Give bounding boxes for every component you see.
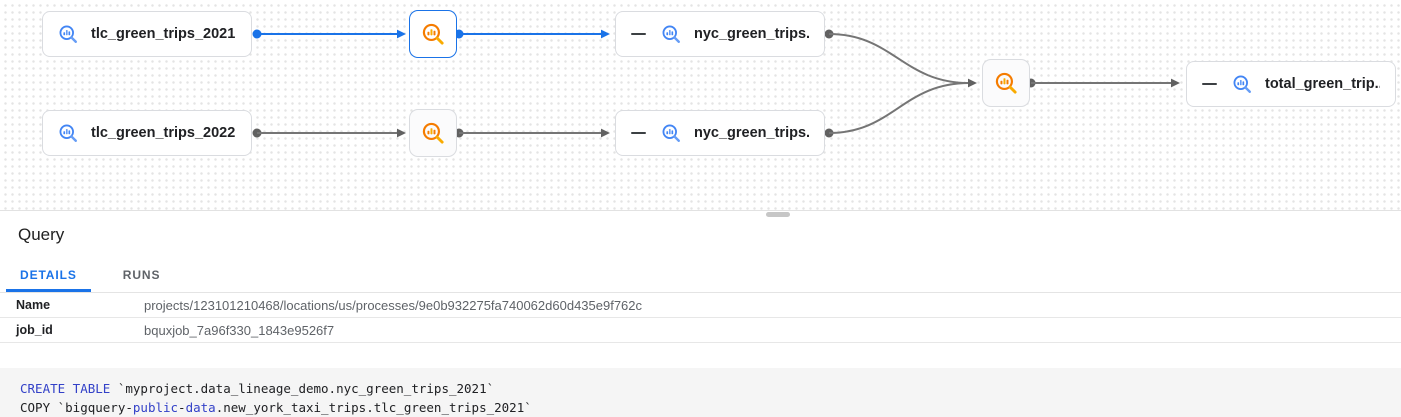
collapse-minus-icon[interactable] xyxy=(1202,82,1217,86)
collapse-minus-icon[interactable] xyxy=(631,131,646,135)
tab-runs[interactable]: RUNS xyxy=(122,267,161,282)
process-node[interactable] xyxy=(982,59,1030,107)
detail-value-name: projects/123101210468/locations/us/proce… xyxy=(144,297,643,313)
sql-code: CREATE TABLE `myproject.data_lineage_dem… xyxy=(0,368,1401,417)
bigquery-table-icon xyxy=(662,124,680,142)
bigquery-table-icon xyxy=(662,25,680,43)
table-row: Name projects/123101210468/locations/us/… xyxy=(0,293,1401,318)
bigquery-table-icon xyxy=(59,25,77,43)
node-label: nyc_green_trips... xyxy=(694,26,809,42)
detail-value-job-id: bquxjob_7a96f330_1843e9526f7 xyxy=(144,322,335,338)
table-node-nyc-green-trips-2022[interactable]: nyc_green_trips... xyxy=(615,110,825,156)
bigquery-process-icon xyxy=(422,23,444,45)
lineage-canvas[interactable]: tlc_green_trips_2021 nyc_green_trips... xyxy=(0,0,1401,211)
table-node-nyc-green-trips-2021[interactable]: nyc_green_trips... xyxy=(615,11,825,57)
process-node-selected[interactable] xyxy=(409,10,457,58)
tab-details[interactable]: DETAILS xyxy=(6,257,91,292)
panel-title: Query xyxy=(18,225,65,244)
table-node-tlc-green-trips-2022[interactable]: tlc_green_trips_2022 xyxy=(42,110,252,156)
table-node-tlc-green-trips-2021[interactable]: tlc_green_trips_2021 xyxy=(42,11,252,57)
table-node-total-green-trips[interactable]: total_green_trip... xyxy=(1186,61,1396,107)
spacer xyxy=(0,343,1401,368)
detail-label-name: Name xyxy=(16,298,51,312)
bigquery-process-icon xyxy=(422,122,444,144)
details-table: Name projects/123101210468/locations/us/… xyxy=(0,293,1401,343)
node-label: tlc_green_trips_2022 xyxy=(91,125,236,141)
node-label: tlc_green_trips_2021 xyxy=(91,26,236,42)
lineage-edges xyxy=(252,29,1180,138)
node-label: total_green_trip... xyxy=(1265,76,1380,92)
detail-label-job-id: job_id xyxy=(16,323,53,337)
collapse-minus-icon[interactable] xyxy=(631,32,646,36)
panel-resize-handle[interactable] xyxy=(766,212,790,217)
process-node[interactable] xyxy=(409,109,457,157)
bigquery-table-icon xyxy=(1233,75,1251,93)
bigquery-process-icon xyxy=(995,72,1017,94)
bigquery-table-icon xyxy=(59,124,77,142)
tab-bar: DETAILS RUNS xyxy=(0,257,1401,293)
node-label: nyc_green_trips... xyxy=(694,125,809,141)
table-row: job_id bquxjob_7a96f330_1843e9526f7 xyxy=(0,318,1401,343)
